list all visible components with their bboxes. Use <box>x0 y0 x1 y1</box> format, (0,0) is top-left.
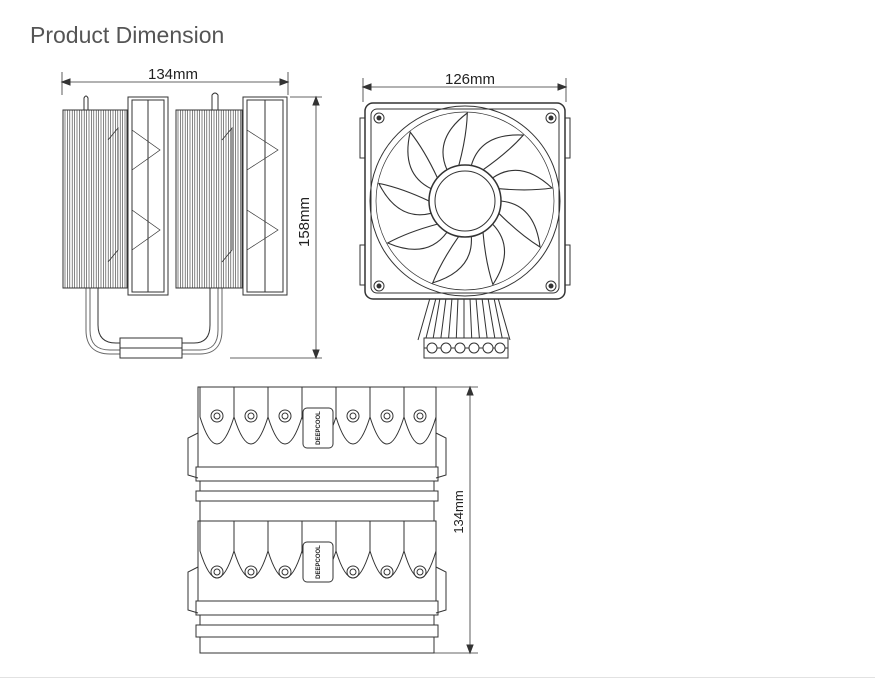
page-title: Product Dimension <box>30 22 225 48</box>
top-depth-label: 134mm <box>451 490 466 533</box>
side-view <box>60 72 322 360</box>
top-view <box>187 385 478 655</box>
front-width-label: 126mm <box>445 71 495 88</box>
side-width-label: 134mm <box>148 66 198 83</box>
front-view <box>359 78 571 359</box>
side-height-label: 158mm <box>296 197 313 247</box>
logo-badge-upper: DEEPCOOL <box>316 411 322 445</box>
logo-badge-lower: DEEPCOOL <box>316 545 322 579</box>
footer-divider <box>0 677 875 678</box>
